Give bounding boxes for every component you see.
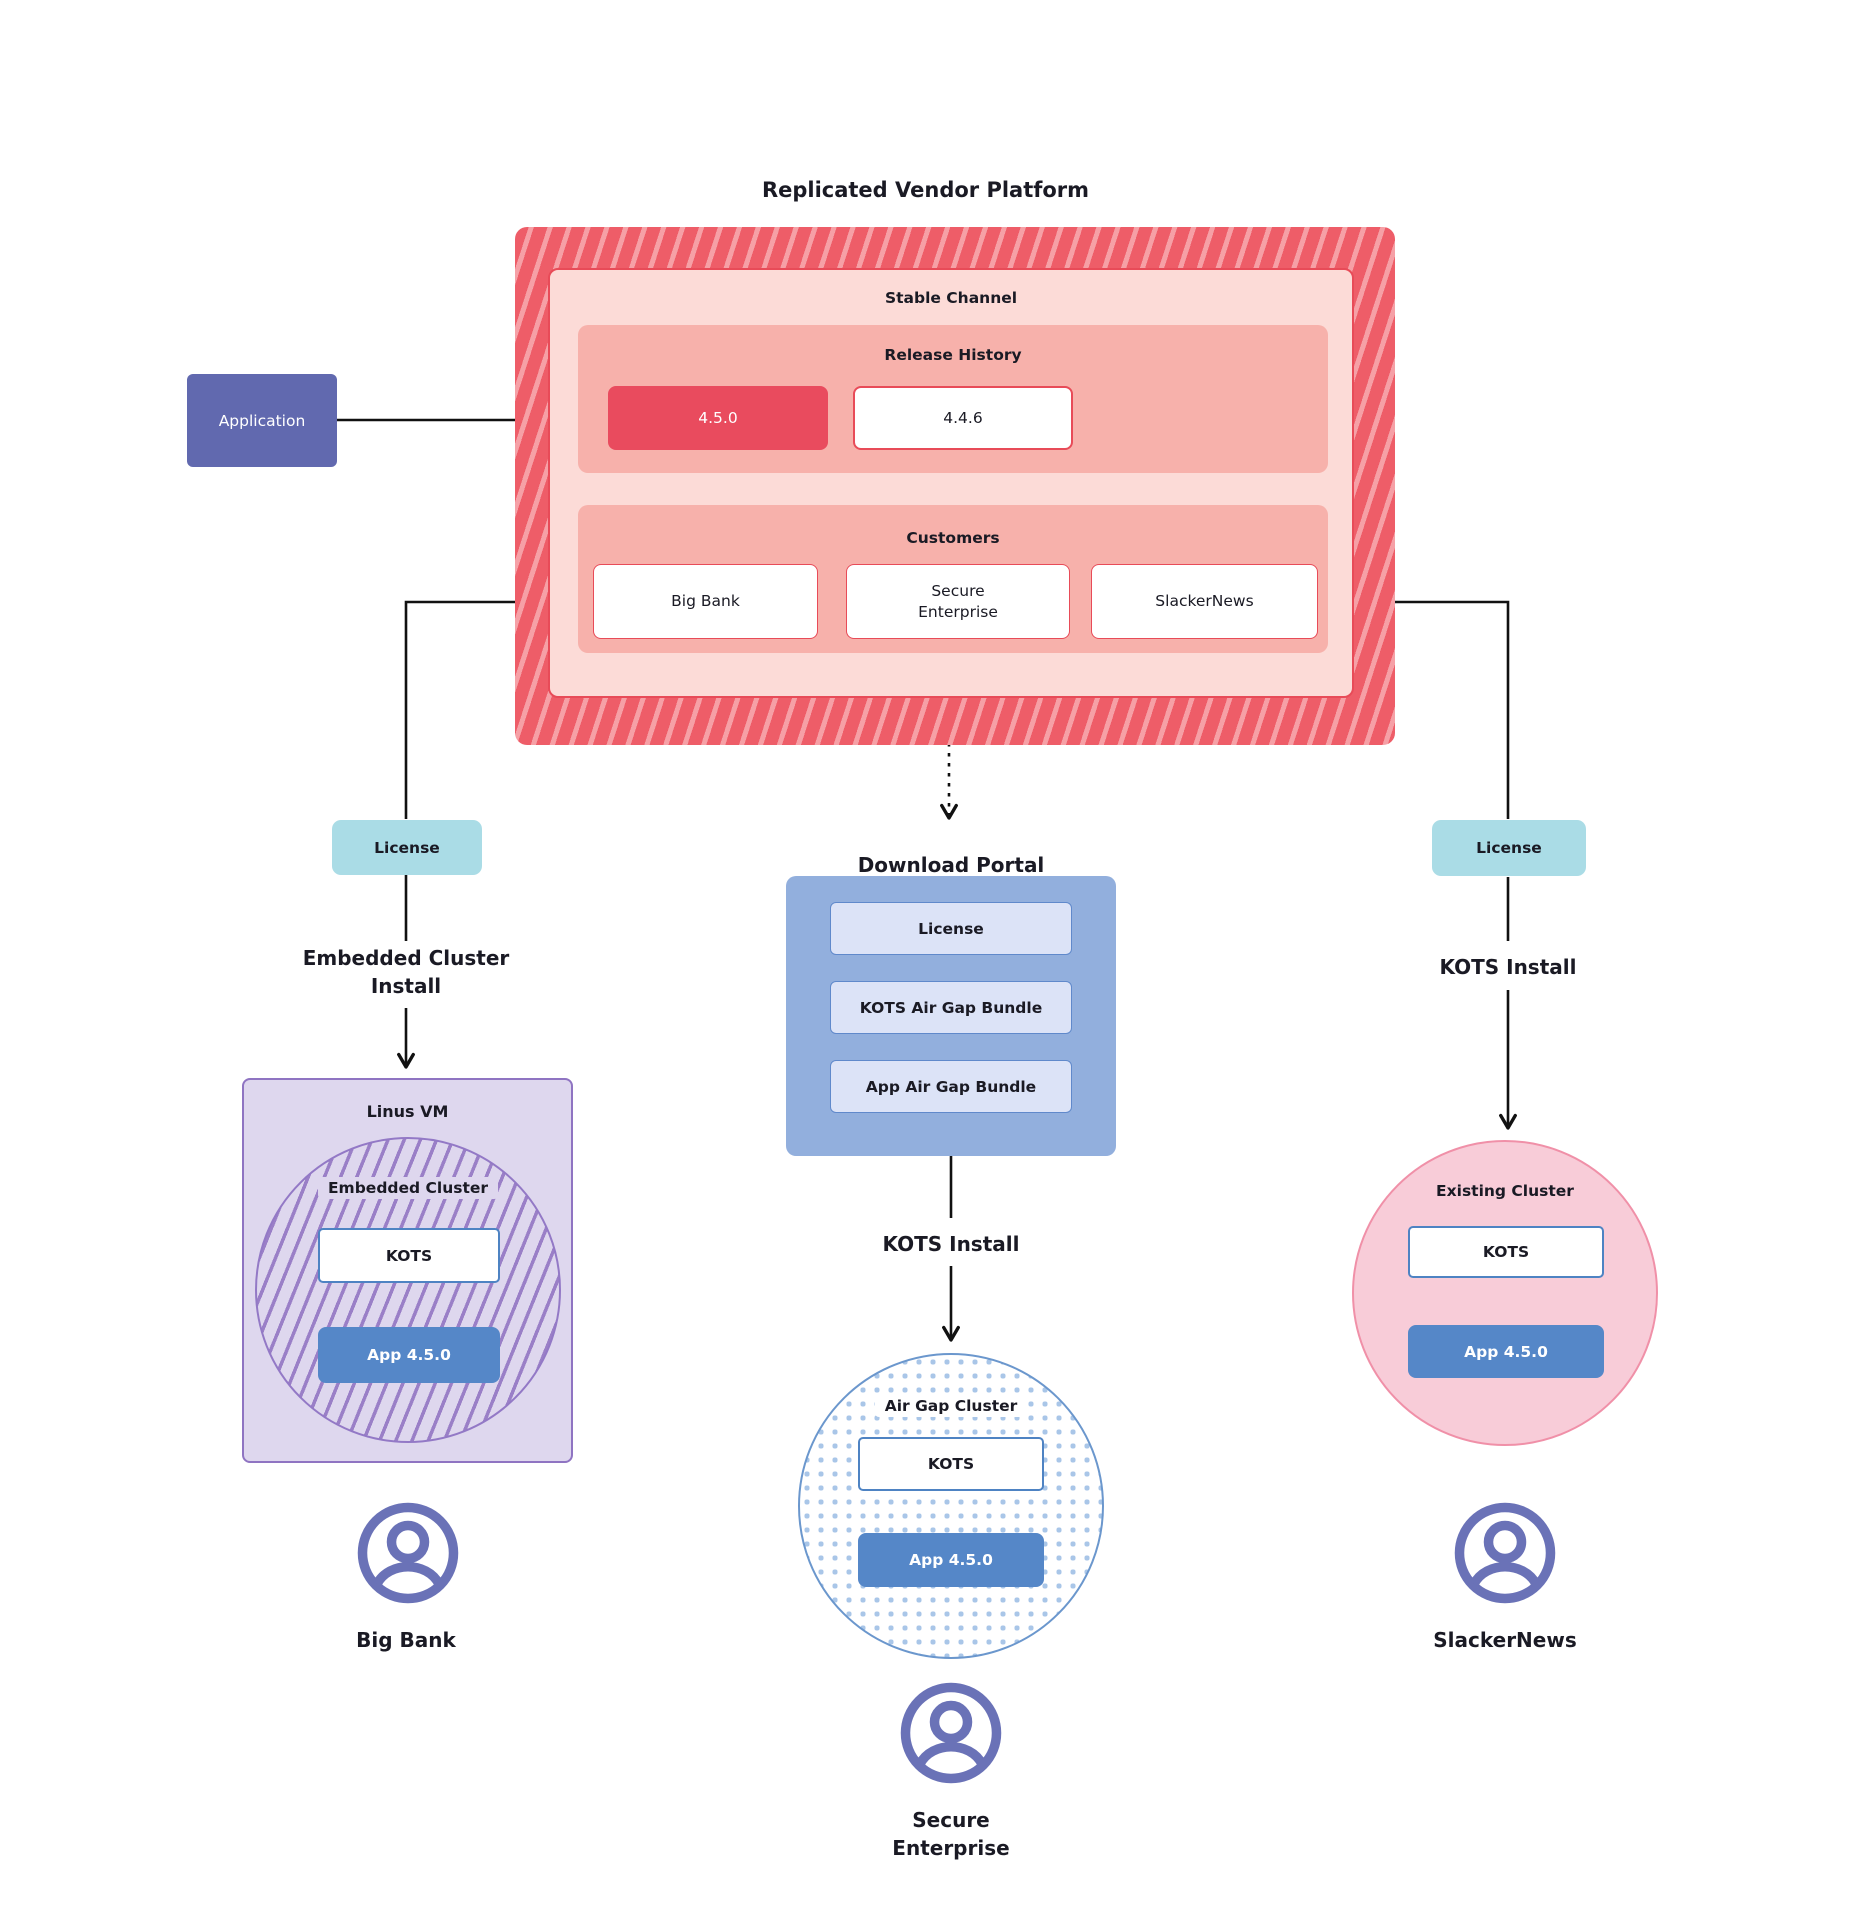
kots-node-right: KOTS [1408,1226,1604,1278]
app-node-right: App 4.5.0 [1408,1325,1604,1378]
app-node-left: App 4.5.0 [318,1327,500,1383]
download-portal-box: License KOTS Air Gap Bundle App Air Gap … [786,876,1116,1156]
release-history-label: Release History [884,346,1022,364]
license-chip-right: License [1432,820,1586,876]
embedded-cluster-label: Embedded Cluster [257,1177,559,1199]
kots-install-label-middle: KOTS Install [882,1232,1020,1256]
customer-node-slackernews: SlackerNews [1091,564,1318,639]
portal-item-kots-airgap-bundle: KOTS Air Gap Bundle [830,981,1072,1034]
user-icon-secure-enterprise [900,1682,1002,1784]
customer-node-big-bank: Big Bank [593,564,818,639]
existing-cluster-label: Existing Cluster [1436,1182,1574,1200]
kots-node-middle: KOTS [858,1437,1044,1491]
customer-node-label: Big Bank [671,592,740,611]
existing-cluster-circle: Existing Cluster [1352,1140,1658,1446]
customer-node-secure-enterprise: Secure Enterprise [846,564,1070,639]
app-node-middle: App 4.5.0 [858,1533,1044,1587]
user-label-big-bank: Big Bank [356,1628,456,1652]
embedded-cluster-install-label: Embedded Cluster Install [302,946,510,998]
release-node-previous: 4.4.6 [853,386,1073,450]
airgap-cluster-label: Air Gap Cluster [800,1395,1102,1417]
release-node-current: 4.5.0 [608,386,828,450]
customer-node-label: SlackerNews [1155,592,1254,611]
airgap-cluster-circle: Air Gap Cluster [798,1353,1104,1659]
stable-channel-box: Stable Channel Release History 4.5.0 4.4… [548,268,1354,698]
license-chip-left: License [332,820,482,875]
diagram-title: Replicated Vendor Platform [761,178,1090,202]
customers-label: Customers [906,529,1000,547]
release-history-box: Release History 4.5.0 4.4.6 [578,325,1328,473]
customer-node-label: Secure Enterprise [918,581,998,621]
customers-box: Customers Big Bank Secure Enterprise Sla… [578,505,1328,653]
kots-node-left: KOTS [318,1228,500,1283]
stable-channel-label: Stable Channel [884,289,1018,307]
linus-vm-label: Linus VM [366,1102,449,1121]
kots-install-label-right: KOTS Install [1439,955,1577,979]
download-portal-title: Download Portal [857,853,1045,877]
vendor-platform-container: Stable Channel Release History 4.5.0 4.4… [515,227,1395,745]
portal-item-license: License [830,902,1072,955]
embedded-cluster-circle: Embedded Cluster [255,1137,561,1443]
user-icon-slackernews [1454,1502,1556,1604]
user-label-slackernews: SlackerNews [1433,1628,1577,1652]
user-icon-big-bank [357,1502,459,1604]
user-label-secure-enterprise: Secure Enterprise [892,1808,1010,1860]
portal-item-app-airgap-bundle: App Air Gap Bundle [830,1060,1072,1113]
application-node: Application [187,374,337,467]
